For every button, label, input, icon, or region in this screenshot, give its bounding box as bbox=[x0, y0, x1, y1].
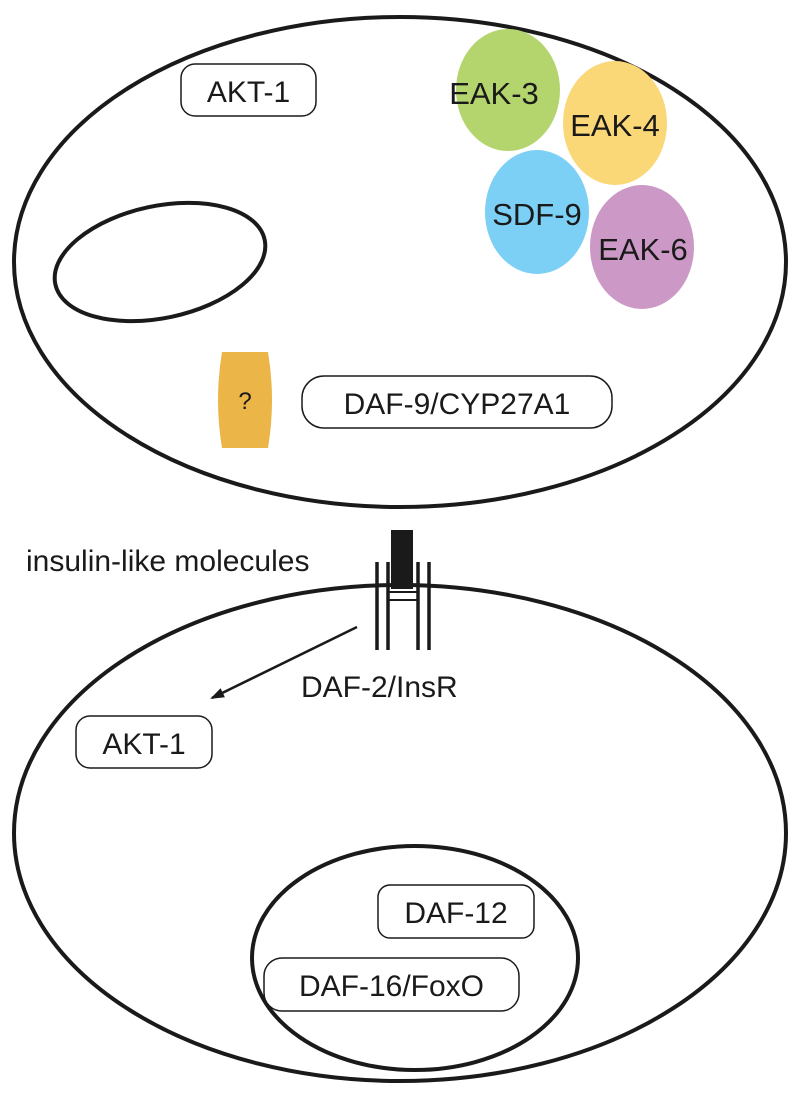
daf2-receptor-label: DAF-2/InsR bbox=[301, 671, 458, 704]
eak6-blob bbox=[590, 185, 694, 309]
lower-akt1-label: AKT-1 bbox=[102, 728, 185, 761]
lower-cell: AKT-1 DAF-12 DAF-16/FoxO bbox=[12, 583, 788, 1083]
unknown-enzyme-shape bbox=[218, 352, 272, 448]
eak4-blob bbox=[563, 61, 667, 185]
eak3-blob bbox=[456, 29, 560, 151]
upper-cell-membrane bbox=[12, 15, 788, 509]
sdf9-blob bbox=[485, 150, 589, 274]
insulin-ligand bbox=[391, 530, 413, 589]
eak4-label: EAK-4 bbox=[570, 108, 660, 143]
unknown-enzyme-label: ? bbox=[238, 388, 251, 415]
daf12-box: DAF-12 bbox=[377, 884, 535, 939]
daf16-label: DAF-16/FoxO bbox=[299, 970, 484, 1003]
activation-arrow bbox=[210, 625, 358, 700]
unknown-enzyme: ? bbox=[218, 352, 272, 448]
upper-cell-nucleus bbox=[52, 200, 268, 324]
insulin-ligand-label: insulin-like molecules bbox=[26, 545, 309, 578]
daf2-receptor bbox=[375, 562, 431, 650]
daf9-label: DAF-9/CYP27A1 bbox=[344, 388, 571, 421]
upper-akt1-box: AKT-1 bbox=[180, 63, 317, 117]
sdf9-label: SDF-9 bbox=[492, 197, 582, 232]
daf16-box: DAF-16/FoxO bbox=[263, 957, 520, 1012]
upper-akt1-label: AKT-1 bbox=[207, 76, 290, 109]
lower-akt1-box: AKT-1 bbox=[75, 715, 213, 769]
lower-cell-nucleus bbox=[250, 844, 580, 1072]
insulin-signaling: insulin-like molecules DAF-2/InsR bbox=[26, 530, 458, 704]
daf9-box: DAF-9/CYP27A1 bbox=[301, 375, 613, 429]
upper-cell: AKT-1 EAK-3 EAK-4 SDF-9 EAK-6 ? DAF-9/CY… bbox=[12, 15, 788, 509]
eak6-label: EAK-6 bbox=[598, 232, 688, 267]
steroid-synthesis-complex: EAK-3 EAK-4 SDF-9 EAK-6 bbox=[449, 29, 694, 309]
daf12-label: DAF-12 bbox=[404, 897, 507, 930]
eak3-label: EAK-3 bbox=[449, 76, 539, 111]
